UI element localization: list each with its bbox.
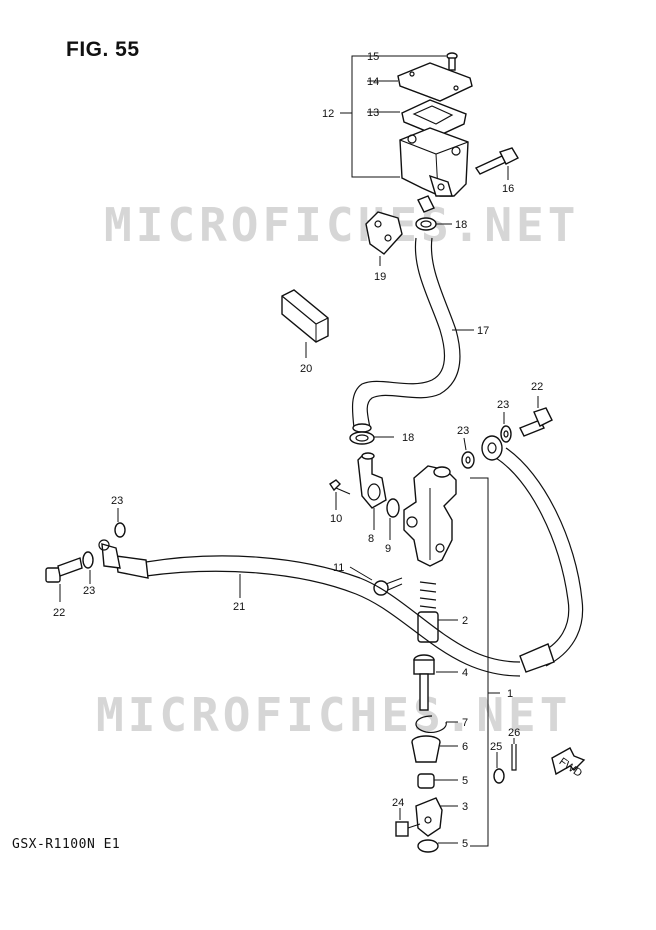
reservoir-hose-17: [351, 237, 474, 433]
callout-15: 15: [367, 51, 379, 63]
callout-5-lower: 5: [462, 838, 468, 850]
callout-23-left-b: 23: [111, 495, 123, 507]
callout-20: 20: [300, 363, 312, 375]
o-ring-9: [386, 498, 400, 540]
fwd-arrow-icon: FWD: [551, 747, 586, 780]
boot-6: [411, 735, 458, 763]
callout-21: 21: [233, 601, 245, 613]
callout-18-lower: 18: [402, 432, 414, 444]
pad-20: [281, 289, 329, 358]
bolt-10: [329, 479, 351, 510]
watermark-top: MICROFICHES.NET: [104, 198, 580, 252]
callout-10: 10: [330, 513, 342, 525]
screw-15: [385, 52, 458, 71]
washer-23-center: [461, 437, 475, 469]
piston-spring-2: [417, 581, 458, 643]
washer-25: [493, 752, 505, 784]
callout-8: 8: [368, 533, 374, 545]
nut-5-lower: [417, 839, 458, 853]
reservoir-body: [399, 127, 469, 213]
callout-23-left-a: 23: [83, 585, 95, 597]
callout-23-right: 23: [497, 399, 509, 411]
union-bolt-22-right: [519, 396, 553, 437]
callout-3: 3: [462, 801, 468, 813]
callout-2: 2: [462, 615, 468, 627]
union-bolt-22-left: [45, 557, 83, 602]
cotter-pin-26: [511, 738, 517, 771]
bolt-16: [474, 147, 519, 180]
callout-17: 17: [477, 325, 489, 337]
circlip-7: [415, 715, 458, 733]
callout-11: 11: [333, 562, 344, 574]
callout-24: 24: [392, 797, 404, 809]
washer-23-left-a: [82, 551, 94, 584]
callout-5-upper: 5: [462, 775, 468, 787]
bracket-12: [351, 55, 400, 178]
clevis-3: [415, 797, 458, 837]
callout-4: 4: [462, 667, 468, 679]
figure-title: FIG. 55: [66, 38, 140, 61]
watermark-bottom: MICROFICHES.NET: [96, 688, 572, 742]
callout-22-right: 22: [531, 381, 543, 393]
pin-24: [395, 808, 421, 837]
brake-hose-21: [98, 539, 521, 677]
plate-19: [365, 211, 403, 266]
callout-14: 14: [367, 76, 379, 88]
hose-clamp-18-lower: [349, 431, 394, 445]
washer-23-left-b: [114, 508, 126, 538]
callout-13: 13: [367, 107, 379, 119]
callout-23-center: 23: [457, 425, 469, 437]
callout-16: 16: [502, 183, 514, 195]
bracket-1: [470, 477, 489, 847]
callout-6: 6: [462, 741, 468, 753]
model-label: GSX-R1100N E1: [12, 837, 121, 852]
callout-22-left: 22: [53, 607, 65, 619]
callout-9: 9: [385, 543, 391, 555]
callout-19: 19: [374, 271, 386, 283]
brake-hose-right: [481, 435, 584, 673]
callout-1: 1: [507, 688, 513, 700]
pushrod-4: [413, 654, 458, 711]
washer-23-right: [500, 412, 512, 443]
reservoir-cap-14: [367, 62, 473, 102]
nut-5-upper: [417, 773, 458, 789]
callout-26: 26: [508, 727, 520, 739]
callout-18-upper: 18: [455, 219, 467, 231]
hose-clamp-18-upper: [415, 217, 452, 231]
callout-25: 25: [490, 741, 502, 753]
callout-12: 12: [322, 108, 334, 120]
bolt-11: [349, 566, 403, 596]
diaphragm-13: [367, 99, 467, 137]
hose-fitting-8: [357, 452, 387, 530]
master-cylinder-body: [403, 465, 457, 567]
callout-7: 7: [462, 717, 468, 729]
